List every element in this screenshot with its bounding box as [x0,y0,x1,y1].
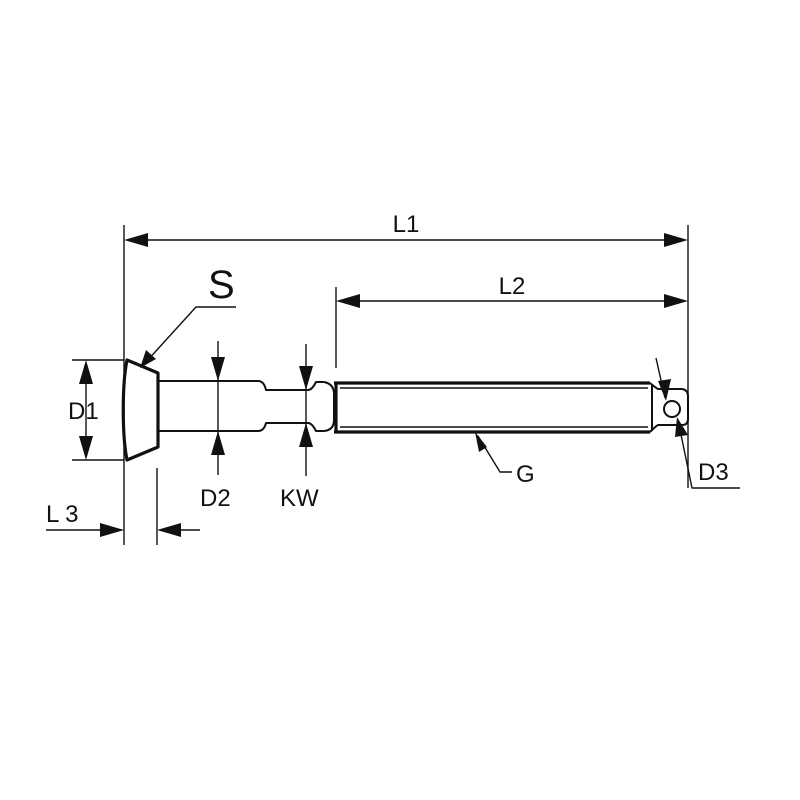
dimension-l1: L1 [124,211,688,247]
groove-bottom [257,422,324,432]
callout-g: G [475,432,535,488]
dimension-d1: D1 [68,360,99,460]
label-d2: D2 [200,485,231,512]
pin-end [649,382,689,433]
label-l3: L 3 [46,501,78,528]
groove-top [257,380,324,391]
extension-lines [72,225,689,545]
dimension-l3: L 3 [46,501,200,537]
label-d3: D3 [698,459,729,486]
pin-outline [121,358,689,462]
dimension-l2: L2 [336,273,688,308]
label-kw: KW [280,485,319,512]
dimension-d2: D2 [200,341,231,512]
label-g: G [516,461,535,488]
label-d1: D1 [68,398,99,425]
thread-start-chamfer [323,381,335,432]
callout-s: S [140,263,236,368]
dimension-d3: D3 [655,357,740,489]
countersunk-head [121,358,160,462]
dimension-kw: KW [280,344,319,512]
label-l1: L1 [393,211,420,238]
label-l2: L2 [499,273,526,300]
label-s: S [208,263,235,307]
cross-hole [663,400,681,418]
